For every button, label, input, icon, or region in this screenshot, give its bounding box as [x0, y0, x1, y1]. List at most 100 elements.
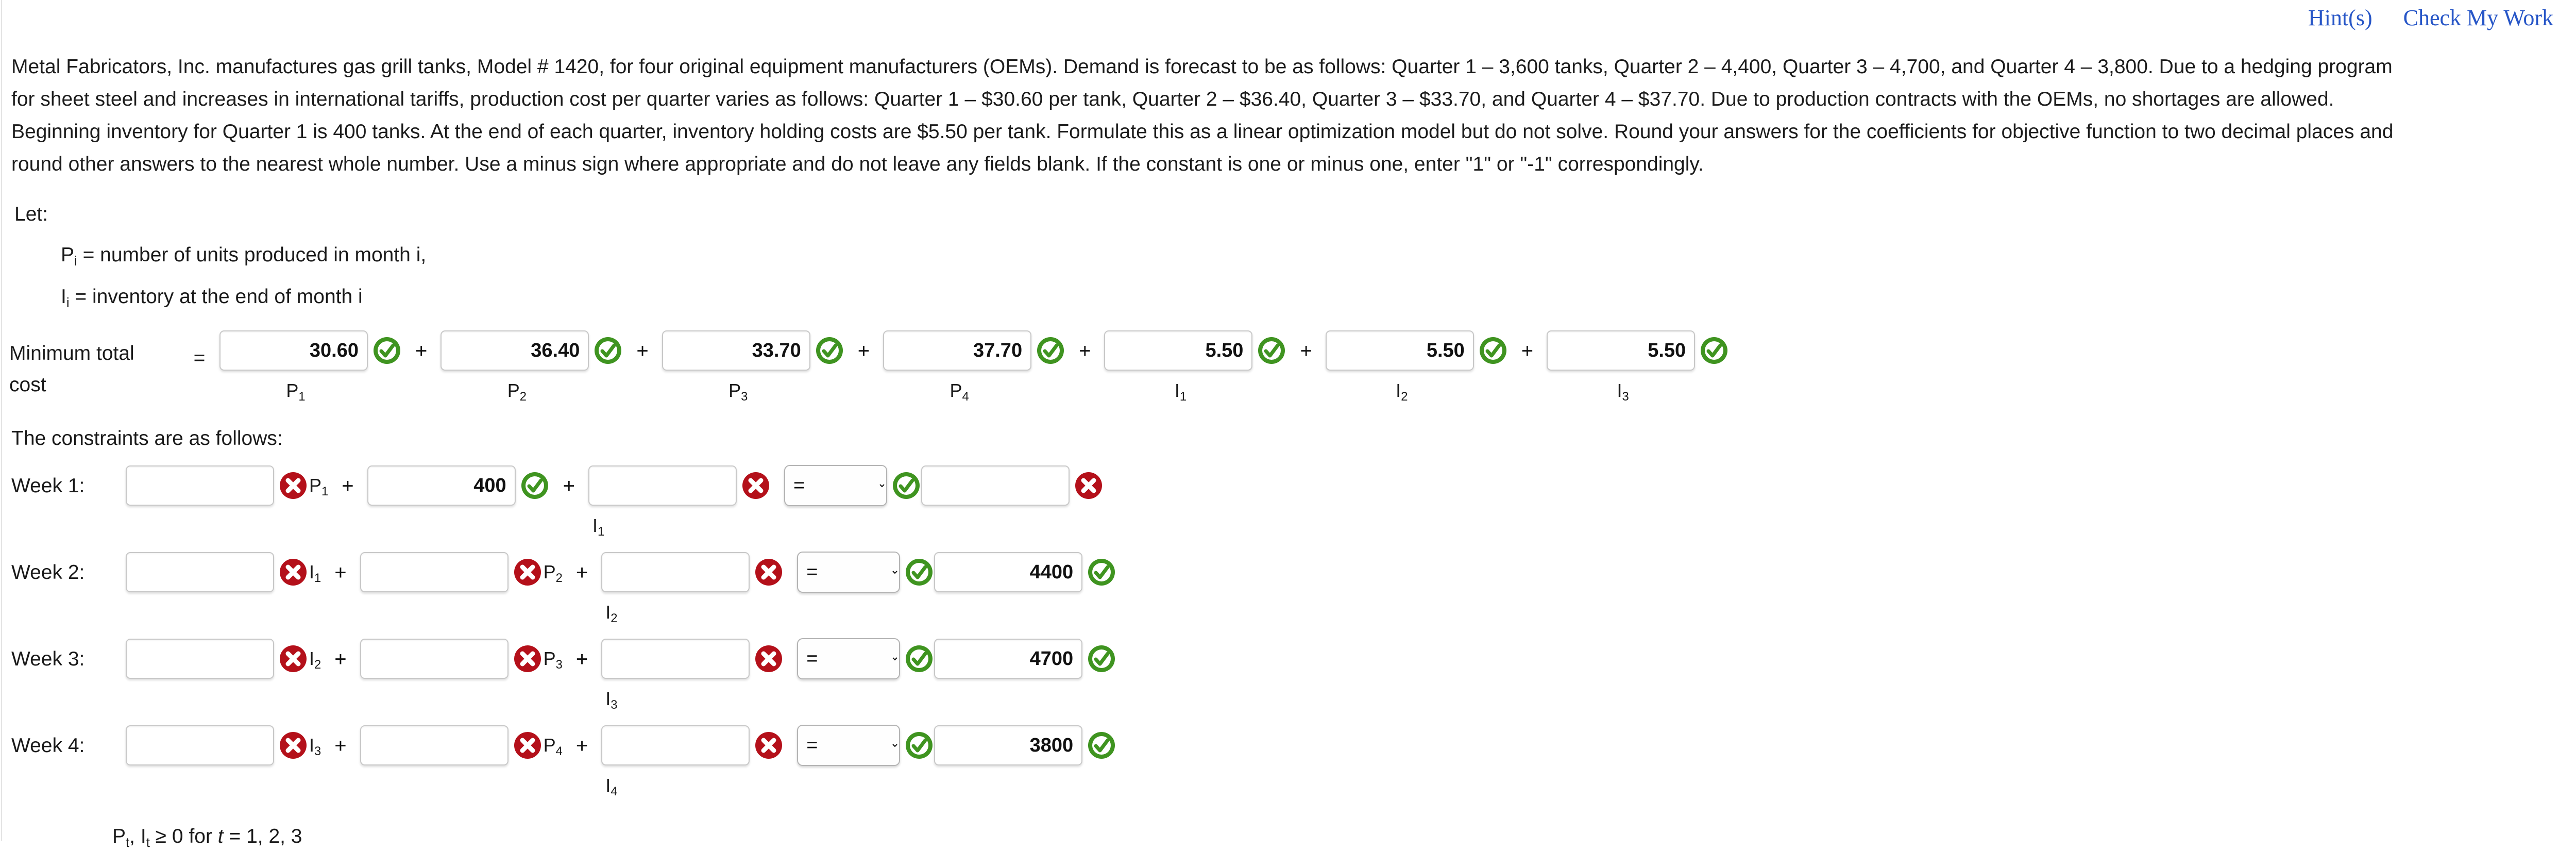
- constraint-input-w3-term2[interactable]: [360, 639, 509, 679]
- incorrect-x-icon: [754, 730, 784, 760]
- objective-term-variable-label: P3: [728, 380, 748, 404]
- constraint-operator-term: =≤≥: [797, 637, 934, 681]
- objective-coefficient-input-i3[interactable]: [1547, 330, 1696, 371]
- plus-operator: +: [857, 340, 870, 362]
- constraint-operator-select-w4[interactable]: =≤≥: [797, 725, 901, 766]
- constraint-row-week-1: Week 1:P1++I1=≤≥: [0, 463, 2576, 539]
- variable-label-i1: I1: [309, 561, 321, 586]
- constraint-rhs-term: [934, 637, 1116, 681]
- objective-coefficient-input-p1[interactable]: [219, 330, 368, 371]
- nonnegativity-note: Pt, It ≥ 0 for t = 1, 2, 3: [0, 825, 2576, 850]
- constraint-input-w3-term1[interactable]: [126, 639, 274, 679]
- objective-term-i2: I2: [1325, 328, 1508, 404]
- plus-operator: +: [575, 648, 588, 671]
- hints-link[interactable]: Hint(s): [2308, 5, 2372, 30]
- problem-line-2: for sheet steel and increases in interna…: [11, 88, 2334, 110]
- objective-coefficient-input-i1[interactable]: [1104, 330, 1253, 371]
- constraint-term-3-variable-label: I3: [605, 688, 618, 712]
- objective-term-i3: I3: [1547, 328, 1729, 404]
- incorrect-x-icon: [741, 471, 771, 501]
- left-page-rule: [1, 0, 2, 841]
- constraint-input-w4-term1[interactable]: [126, 725, 274, 765]
- objective-term-input-row: [883, 328, 1065, 373]
- nonneg-end: = 1, 2, 3: [223, 825, 302, 847]
- correct-check-icon: [1257, 336, 1286, 365]
- objective-label-line2: cost: [9, 374, 46, 396]
- constraint-operator-row: =≤≥: [797, 723, 934, 768]
- constraint-rhs-row: [921, 463, 1104, 508]
- objective-coefficient-input-i2[interactable]: [1325, 330, 1474, 371]
- objective-equals-sign: =: [193, 347, 206, 369]
- constraint-rhs-row: [934, 550, 1116, 594]
- constraint-term-1-row: P1: [126, 463, 328, 508]
- incorrect-x-icon: [278, 471, 308, 501]
- plus-operator: +: [334, 735, 347, 757]
- constraint-term-1: I3: [126, 723, 321, 768]
- variable-label-p3: P3: [543, 648, 563, 672]
- incorrect-x-icon: [754, 557, 784, 587]
- constraint-term-3-variable-label: I4: [605, 775, 618, 799]
- variable-label-p4: P4: [543, 735, 563, 759]
- constraint-operator-select-w1[interactable]: =≤≥: [784, 465, 887, 506]
- variable-label-p1: P1: [309, 475, 329, 499]
- problem-line-3: Beginning inventory for Quarter 1 is 400…: [11, 121, 2394, 143]
- constraint-term-2: P3: [360, 637, 563, 681]
- constraint-term-2: P4: [360, 723, 563, 768]
- check-my-work-link[interactable]: Check My Work: [2403, 5, 2553, 30]
- constraint-term-3-variable-label: I2: [605, 602, 618, 626]
- constraint-input-w1-term3[interactable]: [588, 465, 737, 506]
- objective-term-input-row: [1547, 328, 1729, 373]
- objective-coefficient-input-p3[interactable]: [662, 330, 810, 371]
- constraint-row-week-3: Week 3:I2+P3+I3=≤≥: [0, 637, 2576, 712]
- constraint-input-w4-term3[interactable]: [601, 725, 750, 765]
- constraint-operator-term: =≤≥: [797, 723, 934, 768]
- constraint-term-2: P2: [360, 550, 563, 594]
- constraint-input-w2-term2[interactable]: [360, 552, 509, 592]
- objective-term-p2: P2: [440, 328, 623, 404]
- constraint-operator-select-w3[interactable]: =≤≥: [797, 638, 901, 679]
- correct-check-icon: [904, 730, 934, 760]
- plus-operator: +: [1300, 340, 1312, 362]
- plus-operator: +: [636, 340, 649, 362]
- nonneg-comma: ,: [129, 825, 141, 847]
- objective-term-input-row: [1325, 328, 1508, 373]
- constraint-term-2-row: P3: [360, 637, 563, 681]
- correct-check-icon: [593, 336, 623, 365]
- correct-check-icon: [1699, 336, 1729, 365]
- constraint-input-w2-term1[interactable]: [126, 552, 274, 592]
- constraint-row-week-4: Week 4:I3+P4+I4=≤≥: [0, 723, 2576, 799]
- nonneg-mid: ≥ 0 for: [149, 825, 218, 847]
- correct-check-icon: [1087, 730, 1116, 760]
- constraint-input-w1-rhs[interactable]: [921, 465, 1070, 506]
- variable-definitions: Let: Pi = number of units produced in mo…: [0, 204, 2576, 310]
- constraint-week-label: Week 1:: [11, 475, 85, 497]
- constraint-input-w2-rhs[interactable]: [934, 552, 1083, 592]
- objective-coefficient-input-p4[interactable]: [883, 330, 1032, 371]
- constraint-input-w4-rhs[interactable]: [934, 725, 1083, 765]
- plus-operator: +: [1079, 340, 1091, 362]
- constraint-input-w1-term1[interactable]: [126, 465, 274, 506]
- constraint-term-1: I2: [126, 637, 321, 681]
- constraint-operator-select-w2[interactable]: =≤≥: [797, 552, 901, 593]
- constraint-input-w2-term3[interactable]: [601, 552, 750, 592]
- problem-line-4: round other answers to the nearest whole…: [11, 153, 1704, 175]
- constraint-term-3-row: [601, 723, 784, 768]
- constraint-term-2-row: [367, 463, 550, 508]
- correct-check-icon: [1087, 557, 1116, 587]
- objective-coefficient-input-p2[interactable]: [440, 330, 589, 371]
- nonneg-i-var: I: [140, 825, 146, 847]
- constraint-input-w4-term2[interactable]: [360, 725, 509, 765]
- constraint-input-w3-term3[interactable]: [601, 639, 750, 679]
- constraint-rhs-term: [921, 463, 1104, 508]
- constraint-term-3: I4: [601, 723, 784, 799]
- objective-function-row: Minimum total cost = P1+P2+P3+P4+I1+I2+I…: [0, 328, 2576, 404]
- problem-statement: Metal Fabricators, Inc. manufactures gas…: [0, 35, 2576, 180]
- correct-check-icon: [815, 336, 844, 365]
- correct-check-icon: [904, 644, 934, 674]
- constraint-input-w1-term2[interactable]: [367, 465, 516, 506]
- constraint-term-2-row: P4: [360, 723, 563, 768]
- objective-term-variable-label: P2: [507, 380, 527, 404]
- constraint-input-w3-rhs[interactable]: [934, 639, 1083, 679]
- constraint-rhs-row: [934, 723, 1116, 768]
- incorrect-x-icon: [513, 557, 543, 587]
